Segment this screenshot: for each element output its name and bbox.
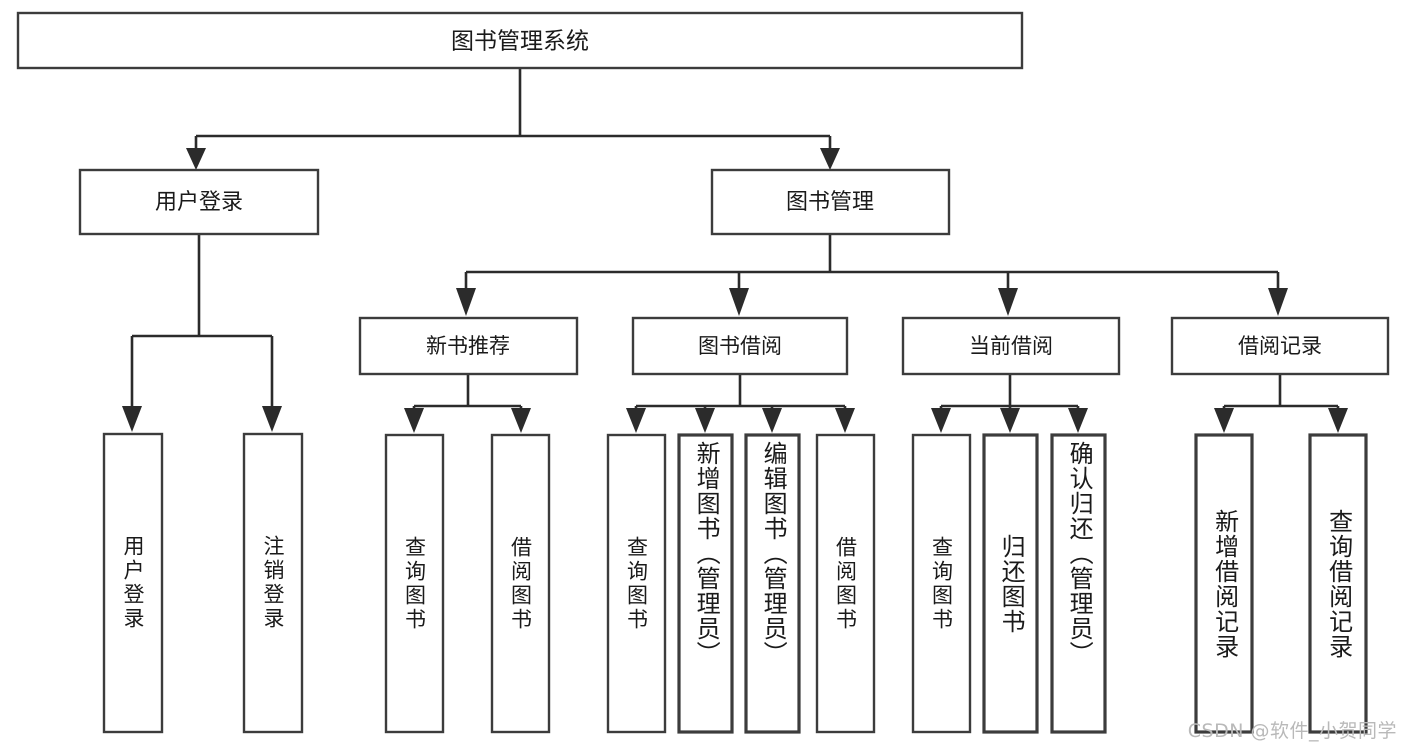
label-book-borrow: 图书借阅	[698, 334, 782, 358]
node-borrow-record[interactable]	[1170, 316, 1390, 376]
arrowhead-current-borrow	[998, 288, 1018, 316]
node-leaf-add-record[interactable]	[1194, 433, 1254, 734]
arrowhead-leaf-logout	[262, 406, 282, 432]
node-leaf-logout[interactable]	[242, 432, 304, 734]
node-new-book-recommend[interactable]	[358, 316, 579, 376]
label-current-borrow: 当前借阅	[969, 334, 1053, 358]
label-layer: 图书管理系统 用户登录 图书管理 新书推荐 图书借阅 当前借阅 借阅记录	[155, 29, 1322, 359]
label-new-book-recommend: 新书推荐	[426, 334, 510, 358]
node-book-borrow[interactable]	[631, 316, 849, 376]
arrowhead-leaf-edit-book	[762, 408, 782, 433]
node-leaf-add-book[interactable]	[677, 433, 734, 734]
arrowhead-leaf-confirm-return	[1068, 408, 1088, 433]
arrowhead-leaf-query-book-2	[626, 408, 646, 433]
box-layer	[16, 11, 1390, 734]
arrowhead-leaf-add-record	[1214, 408, 1234, 433]
node-user-login[interactable]	[78, 168, 320, 236]
csdn-watermark: CSDN @软件_小贺同学	[1187, 720, 1397, 742]
node-leaf-user-login[interactable]	[102, 432, 164, 734]
label-root: 图书管理系统	[451, 29, 589, 55]
node-leaf-confirm-return[interactable]	[1050, 433, 1107, 734]
arrowhead-leaf-return-book	[1000, 408, 1020, 433]
label-user-login: 用户登录	[155, 190, 243, 215]
arrowhead-leaf-borrow-book-2	[835, 408, 855, 433]
arrowhead-leaf-add-book	[695, 408, 715, 433]
node-leaf-borrow-book-2[interactable]	[815, 433, 876, 734]
arrowhead-leaf-query-book-1	[404, 408, 424, 433]
arrowhead-leaf-borrow-book-1	[511, 408, 531, 433]
label-borrow-record: 借阅记录	[1238, 334, 1322, 358]
arrowhead-book-borrow	[729, 288, 749, 316]
arrowhead-new-book-recommend	[456, 288, 476, 316]
node-leaf-edit-book[interactable]	[744, 433, 801, 734]
arrowhead-leaf-query-book-3	[931, 408, 951, 433]
label-book-management: 图书管理	[786, 190, 874, 215]
node-leaf-return-book[interactable]	[982, 433, 1039, 734]
node-leaf-query-record[interactable]	[1308, 433, 1368, 734]
arrowhead-book-management	[820, 148, 840, 170]
arrowhead-borrow-record	[1268, 288, 1288, 316]
node-book-management[interactable]	[710, 168, 951, 236]
node-leaf-borrow-book-1[interactable]	[490, 433, 551, 734]
node-current-borrow[interactable]	[901, 316, 1121, 376]
connector-layer	[122, 68, 1348, 433]
arrowhead-user-login	[186, 148, 206, 170]
arrowhead-leaf-user-login	[122, 406, 142, 432]
node-leaf-query-book-2[interactable]	[606, 433, 667, 734]
node-leaf-query-book-1[interactable]	[384, 433, 445, 734]
arrowhead-leaf-query-record	[1328, 408, 1348, 433]
node-leaf-query-book-3[interactable]	[911, 433, 972, 734]
node-root[interactable]	[16, 11, 1024, 70]
